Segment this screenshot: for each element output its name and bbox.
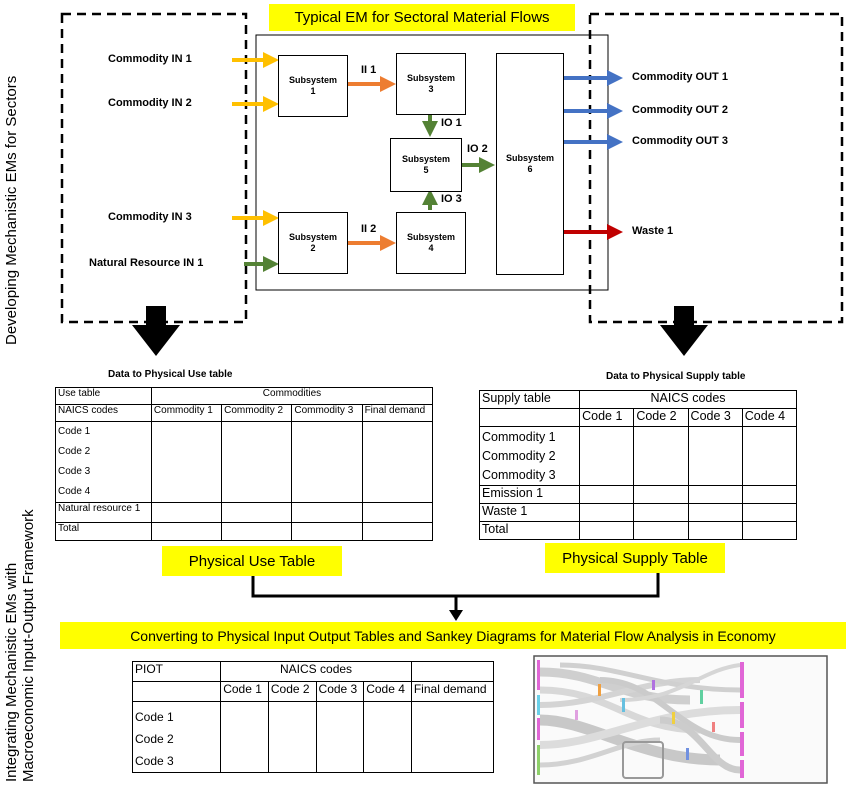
use-table-row-total: Total — [55, 522, 152, 541]
supply-table-row-commodity-2: Commodity 2 — [482, 449, 556, 463]
input-label-3: Commodity IN 3 — [108, 211, 192, 223]
physical-supply-table-label: Physical Supply Table — [545, 543, 725, 573]
flow-label-ii1: II 1 — [361, 64, 377, 76]
use-table-group-header: Commodities — [150, 387, 434, 405]
down-connector-head — [449, 610, 463, 621]
supply-table-col-1: Code 1 — [579, 408, 635, 427]
output-label-1: Commodity OUT 1 — [632, 71, 728, 83]
resource-label-1: Natural Resource IN 1 — [89, 257, 204, 269]
left-dashed-box — [60, 12, 248, 324]
piot-table-col-1: Code 1 — [220, 681, 269, 702]
supply-table-commodity-rows: Commodity 1 Commodity 2 Commodity 3 — [478, 426, 581, 486]
use-table-row-header: NAICS codes — [55, 404, 152, 422]
use-table-corner: Use table — [55, 387, 152, 405]
piot-table-row-code-1: Code 1 — [135, 710, 174, 724]
use-table-caption: Data to Physical Use table — [108, 369, 233, 380]
piot-table-code-rows: Code 1 Code 2 Code 3 — [131, 701, 222, 773]
physical-use-table-label: Physical Use Table — [162, 546, 342, 576]
input-label-1: Commodity IN 1 — [108, 53, 192, 65]
piot-table-col-3: Code 3 — [315, 681, 365, 702]
use-table-col-4: Final demand — [361, 404, 434, 422]
piot-table-group-header: NAICS codes — [220, 661, 412, 682]
piot-table-corner: PIOT — [131, 661, 222, 682]
right-dashed-box — [588, 12, 844, 324]
use-table-col-1: Commodity 1 — [150, 404, 223, 422]
waste-label-1: Waste 1 — [632, 225, 674, 237]
use-table-row-code-1: Code 1 — [58, 426, 91, 437]
use-table-row-code-3: Code 3 — [58, 466, 91, 477]
system-boundary-box — [255, 34, 609, 291]
piot-table-col-4: Code 4 — [363, 681, 412, 702]
left-vertical-title-top: Developing Mechanistic EMs for Sectors — [3, 75, 20, 345]
sankey-diagram-image — [533, 655, 828, 784]
flow-label-io1: IO 1 — [441, 117, 462, 129]
flow-label-io3: IO 3 — [441, 193, 462, 205]
input-label-2: Commodity IN 2 — [108, 97, 192, 109]
supply-table-row-commodity-3: Commodity 3 — [482, 468, 556, 482]
supply-table-row-emission-1: Emission 1 — [478, 485, 581, 504]
output-label-2: Commodity OUT 2 — [632, 104, 728, 116]
use-table-row-natural-resource: Natural resource 1 — [55, 502, 152, 523]
flow-label-io2: IO 2 — [467, 143, 488, 155]
top-banner: Typical EM for Sectoral Material Flows — [269, 4, 575, 31]
piot-table: PIOT NAICS codes Code 1 Code 2 Code 3 Co… — [131, 661, 495, 773]
use-table-code-rows: Code 1 Code 2 Code 3 Code 4 — [55, 421, 152, 503]
left-down-arrow — [132, 306, 180, 356]
supply-table-col-4: Code 4 — [741, 408, 798, 427]
piot-table-col-final-demand: Final demand — [410, 681, 495, 702]
piot-table-col-2: Code 2 — [267, 681, 317, 702]
use-table: Use table Commodities NAICS codes Commod… — [55, 387, 434, 541]
supply-table-row-commodity-1: Commodity 1 — [482, 430, 556, 444]
left-vertical-title-bottom: Integrating Mechanistic EMs with Macroec… — [3, 509, 37, 782]
supply-table-corner: Supply table — [478, 390, 581, 409]
use-table-row-code-4: Code 4 — [58, 486, 91, 497]
output-label-3: Commodity OUT 3 — [632, 135, 728, 147]
supply-table-col-3: Code 3 — [687, 408, 743, 427]
supply-table-col-2: Code 2 — [633, 408, 689, 427]
supply-table-row-waste-1: Waste 1 — [478, 503, 581, 522]
supply-table-group-header: NAICS codes — [579, 390, 797, 409]
bottom-banner: Converting to Physical Input Output Tabl… — [60, 622, 846, 649]
supply-table: Supply table NAICS codes Code 1 Code 2 C… — [478, 390, 798, 540]
piot-table-row-code-3: Code 3 — [135, 754, 174, 768]
supply-table-caption: Data to Physical Supply table — [606, 371, 746, 382]
right-down-arrow — [660, 306, 708, 356]
supply-table-row-total: Total — [478, 521, 581, 540]
flow-label-ii2: II 2 — [361, 223, 377, 235]
use-table-row-code-2: Code 2 — [58, 446, 91, 457]
piot-table-row-code-2: Code 2 — [135, 732, 174, 746]
use-table-col-2: Commodity 2 — [221, 404, 293, 422]
use-table-col-3: Commodity 3 — [291, 404, 363, 422]
